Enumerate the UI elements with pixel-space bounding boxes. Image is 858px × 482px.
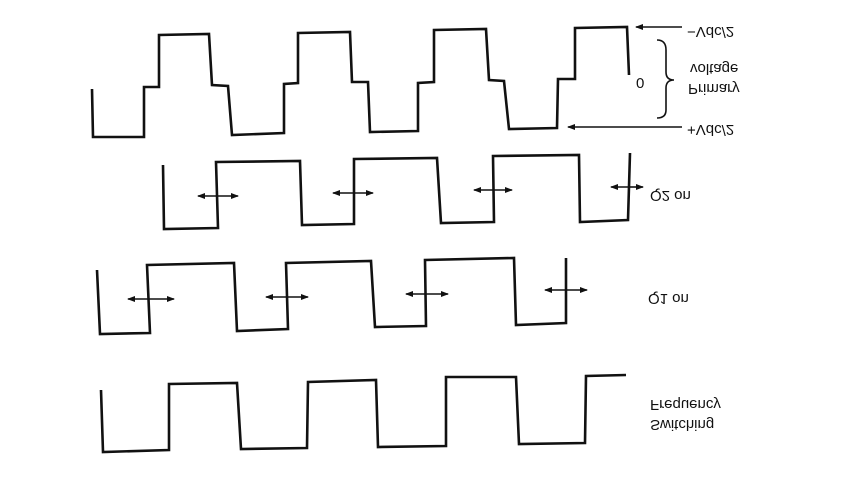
voltage-brace [656,39,675,119]
switching-frequency-waveform [99,373,627,454]
q2-on-label: Q2 on [650,187,691,204]
q2-deadtime-arrows [197,184,644,199]
q1-deadtime-arrows [127,287,588,302]
primary-voltage-waveform [90,25,631,139]
primary-voltage-label-line2: voltage [690,60,738,77]
q1-on-label: Q1 on [648,290,689,307]
q2-waveform [161,152,632,231]
neg-vdc-label: −Vdc/2 [687,23,734,40]
pos-vdc-label: +Vdc/2 [687,121,734,138]
switching-frequency-label-line1: Switching [650,416,714,433]
primary-voltage-label-line1: Primary [688,80,740,97]
zero-label: 0 [636,74,644,91]
switching-frequency-label-line2: Frequency [650,396,721,413]
q1-waveform [95,256,568,336]
